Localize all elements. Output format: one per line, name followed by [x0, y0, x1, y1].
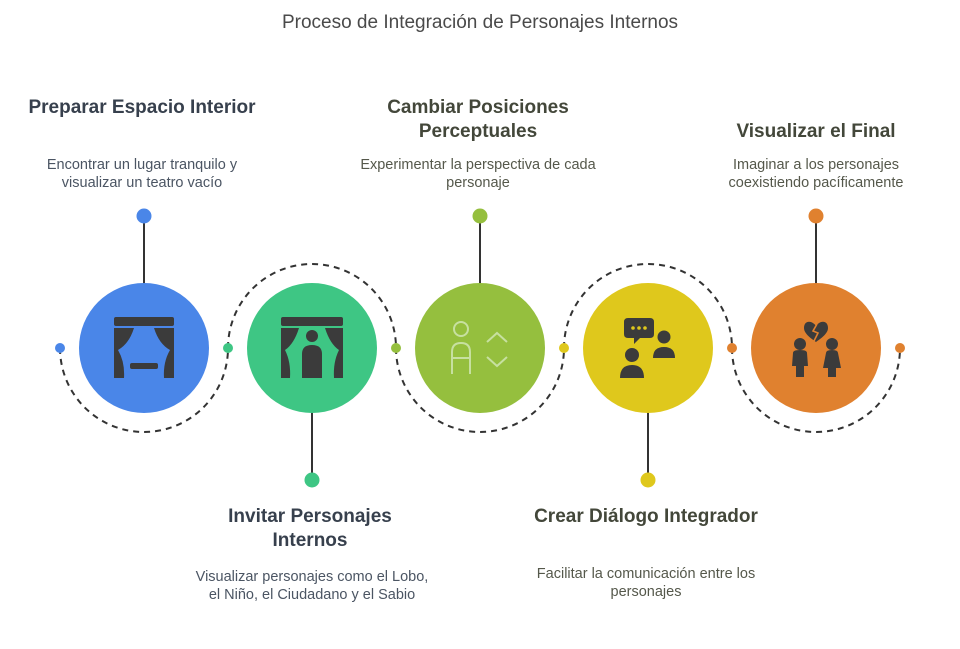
- stem-dot-1: [136, 208, 152, 224]
- step-circle-4: [583, 283, 713, 413]
- empty-theater-stage-icon: [114, 317, 174, 378]
- connector-arc-5: [731, 347, 901, 433]
- step-1-heading: Preparar Espacio Interior: [28, 97, 256, 118]
- step-3-description: Experimentar la perspectiva de cada pers…: [360, 157, 596, 191]
- junction-dot: [223, 343, 233, 353]
- step-3-heading: Cambiar Posiciones Perceptuales: [387, 97, 569, 142]
- dashed-connector: [59, 263, 901, 433]
- step-1-description: Encontrar un lugar tranquilo y visualiza…: [46, 157, 238, 191]
- connector-arc-1: [59, 347, 229, 433]
- connector-arc-2: [227, 263, 397, 349]
- stem-dot-2: [304, 472, 320, 488]
- junction-dot: [559, 343, 569, 353]
- step-5-description: Imaginar a los personajes coexistiendo p…: [728, 157, 904, 191]
- step-4-description: Facilitar la comunicación entre los pers…: [536, 566, 756, 600]
- step-circle-1: [79, 283, 209, 413]
- step-circle-5: [751, 283, 881, 413]
- stem-dot-3: [472, 208, 488, 224]
- step-5-heading: Visualizar el Final: [736, 121, 896, 142]
- stem-dot-4: [640, 472, 656, 488]
- theater-stage-with-person-icon: [281, 317, 343, 378]
- two-people-broken-heart-icon: [792, 321, 841, 377]
- junction-dot: [55, 343, 65, 353]
- person-with-up-down-arrows-icon: [451, 321, 508, 374]
- page-title: Proceso de Integración de Personajes Int…: [281, 12, 679, 33]
- step-circle-3: [415, 283, 545, 413]
- step-2-description: Visualizar personajes como el Lobo, el N…: [195, 569, 429, 603]
- junction-dot: [391, 343, 401, 353]
- stem-dot-5: [808, 208, 824, 224]
- step-4-heading: Crear Diálogo Integrador: [534, 506, 758, 527]
- connector-arc-3: [395, 347, 565, 433]
- connector-arc-4: [563, 263, 733, 349]
- junction-dot: [727, 343, 737, 353]
- junction-dot: [895, 343, 905, 353]
- step-2-heading: Invitar Personajes Internos: [228, 506, 392, 551]
- two-people-conversation-icon: [620, 318, 675, 378]
